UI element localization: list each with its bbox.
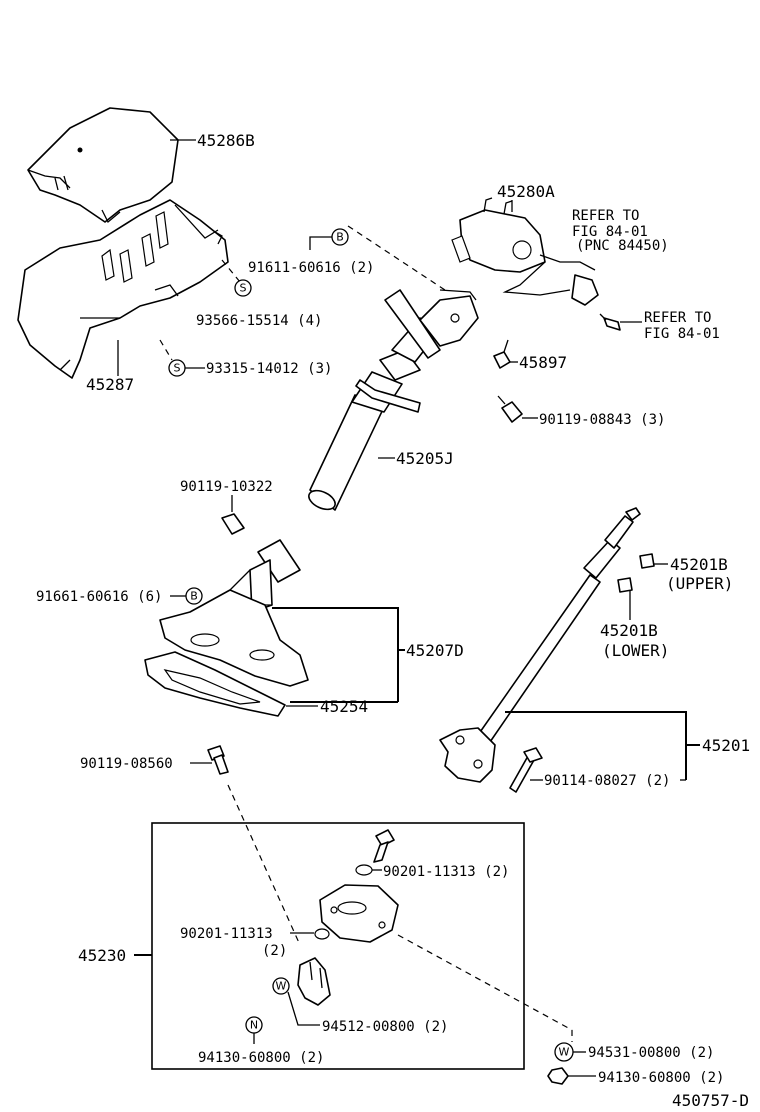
label-upper: (UPPER) — [666, 574, 733, 593]
refer-to-pnc-line3: (PNC 84450) — [576, 238, 669, 254]
upper-column-cover-45286B — [27, 107, 179, 224]
clip-lower-45201B — [617, 577, 633, 593]
svg-text:W: W — [559, 1046, 570, 1059]
ignition-switch-body-45280A — [451, 197, 599, 306]
svg-text:W: W — [276, 980, 287, 993]
label-94130-60800-a: 94130-60800 (2) — [198, 1050, 324, 1066]
label-94531-00800: 94531-00800 (2) — [588, 1045, 714, 1061]
refer-to-line1: REFER TO — [572, 208, 639, 224]
label-90201-11313-a: 90201-11313 (2) — [383, 864, 509, 880]
label-45230: 45230 — [78, 946, 126, 965]
label-lower: (LOWER) — [602, 641, 669, 660]
b-type-bolt-badge-2: B — [185, 587, 203, 605]
label-45201B-lower: 45201B — [600, 621, 658, 640]
svg-text:S: S — [174, 362, 181, 375]
steering-main-shaft-45201 — [439, 507, 641, 783]
svg-text:N: N — [250, 1019, 258, 1032]
flexible-coupling-disc — [319, 884, 399, 943]
s-type-screw-badge-1: S — [234, 279, 252, 297]
label-90119-08843: 90119-08843 (3) — [539, 412, 665, 428]
bolt-90119-08843 — [497, 395, 523, 423]
label-45207D: 45207D — [406, 641, 464, 660]
label-93566-15514: 93566-15514 (4) — [196, 313, 322, 329]
steering-column-tube-45205J — [308, 289, 479, 511]
label-45287: 45287 — [86, 375, 134, 394]
label-91611-60616: 91611-60616 (2) — [248, 260, 374, 276]
bolt-90114-08027 — [509, 747, 543, 793]
column-bracket-45207D — [159, 539, 309, 687]
label-93315-14012: 93315-14012 (3) — [206, 361, 332, 377]
label-45897: 45897 — [519, 353, 567, 372]
label-90201-11313-b: 90201-11313 — [180, 926, 273, 942]
label-90114-08027: 90114-08027 (2) — [544, 773, 670, 789]
svg-text:B: B — [190, 590, 198, 603]
bolt-90119-10322 — [221, 513, 245, 535]
bracket-gasket-45254 — [144, 651, 286, 717]
w-type-washer-badge-1: W — [272, 977, 290, 995]
w-type-washer-badge-2: W — [554, 1042, 574, 1062]
figure-id: 450757-D — [672, 1091, 749, 1110]
bolt-90201-top — [355, 829, 395, 876]
s-type-screw-badge-2: S — [168, 359, 186, 377]
clip-upper-45201B — [639, 553, 655, 569]
nut-45897 — [493, 339, 511, 369]
svg-text:B: B — [336, 231, 344, 244]
refer-to-fig-line2-b: FIG 84-01 — [644, 326, 720, 342]
label-90119-10322: 90119-10322 — [180, 479, 273, 495]
svg-text:S: S — [240, 282, 247, 295]
washer-90201 — [314, 928, 330, 940]
label-94130-60800-b: 94130-60800 (2) — [598, 1070, 724, 1086]
refer-to-line1-b: REFER TO — [644, 310, 711, 326]
b-type-bolt-badge-1: B — [331, 228, 349, 246]
label-45205J: 45205J — [396, 449, 454, 468]
label-45280A: 45280A — [497, 182, 555, 201]
label-45286B: 45286B — [197, 131, 255, 150]
refer-to-fig-line2: FIG 84-01 — [572, 224, 648, 240]
label-45201: 45201 — [702, 736, 750, 755]
label-90119-08560: 90119-08560 — [80, 756, 173, 772]
label-45254: 45254 — [320, 697, 368, 716]
cylinder-screw — [599, 313, 621, 331]
label-90201-11313-qty: (2) — [262, 943, 287, 959]
label-94512-00800: 94512-00800 (2) — [322, 1019, 448, 1035]
nut-94130-60800 — [547, 1067, 569, 1085]
label-91661-60616: 91661-60616 (6) — [36, 589, 162, 605]
n-type-nut-badge-1: N — [245, 1016, 263, 1034]
coupling-yoke — [297, 957, 331, 1006]
label-45201B-upper: 45201B — [670, 555, 728, 574]
bolt-90119-08560 — [207, 745, 229, 775]
lower-column-cover-45287 — [17, 199, 229, 379]
assembly-box-45230 — [151, 822, 525, 1070]
